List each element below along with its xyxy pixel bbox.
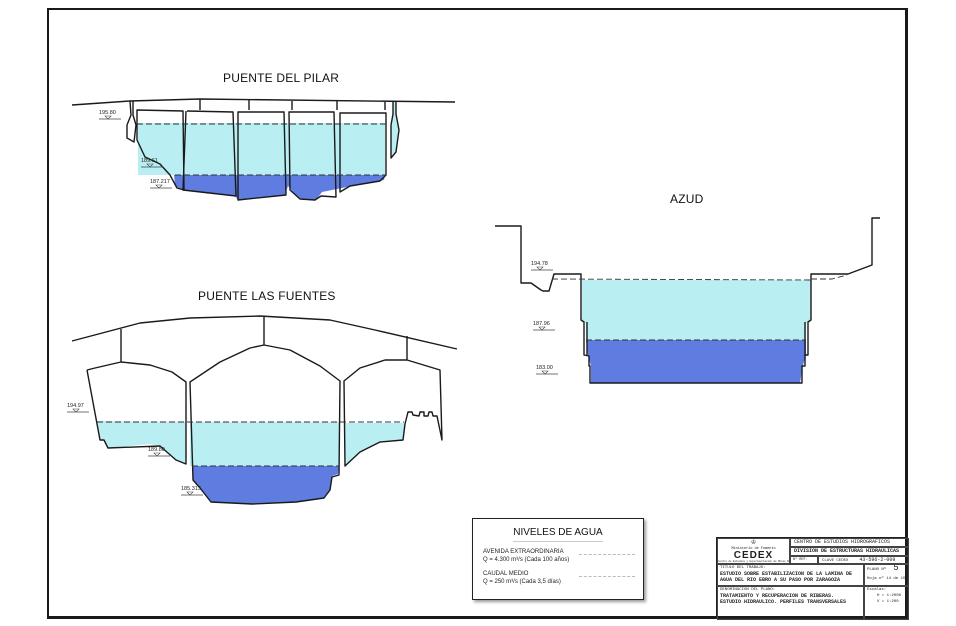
pilar-arch-3 xyxy=(237,111,287,201)
azud-flood-water xyxy=(582,280,811,340)
azud-bank-left xyxy=(495,217,880,384)
azud-mean-water xyxy=(586,340,806,383)
key-label: CLAVE CEDEX xyxy=(822,559,849,563)
work-label: TITULO DEL TRABAJO: xyxy=(720,566,766,570)
plan-no-label: PLANO Nº xyxy=(867,568,887,572)
puente-del-pilar-section xyxy=(71,98,456,201)
fuentes-level-label: 185.313 xyxy=(181,486,201,492)
work-title-cell: TITULO DEL TRABAJO: ESTUDIO SOBRE ESTABI… xyxy=(717,564,864,586)
level-triangle-icon xyxy=(536,266,544,271)
cedex-logo: CEDEX xyxy=(733,550,774,561)
level-markers xyxy=(67,115,558,496)
pilar-level-label: 195.80 xyxy=(99,110,116,116)
puente-las-fuentes-section xyxy=(71,315,458,505)
azud-level-label: 194.78 xyxy=(531,261,548,267)
cedex-logo-cell: ♔ Ministerio de Fomento CEDEX Centro de … xyxy=(717,538,790,564)
pilar-arch-5 xyxy=(339,112,387,193)
ministry-name: Ministerio de Fomento xyxy=(731,547,776,551)
level-triangle-icon xyxy=(72,408,80,413)
pilar-level-label: 189.61 xyxy=(141,158,158,164)
plan-title-line-1: TRATAMIENTO Y RECUPERACION DE RIBERAS. xyxy=(720,593,835,599)
pilar-flood-water-left xyxy=(138,123,183,175)
pilar-level-label: 187.217 xyxy=(150,179,170,185)
division-name: DIVISION DE ESTRUCTURAS HIDRAULICAS xyxy=(790,547,909,556)
level-triangle-icon xyxy=(155,184,163,189)
fuentes-arch-right xyxy=(343,359,443,467)
scale-label: Escalas: xyxy=(867,588,887,592)
ref-label: Nº REF. xyxy=(790,556,818,564)
level-triangle-icon xyxy=(538,326,546,331)
pilar-title: PUENTE DEL PILAR xyxy=(223,71,340,85)
legend-item-detail: Q = 4.300 m³/s (Cada 100 años) xyxy=(483,557,570,563)
drawing-frame xyxy=(47,8,908,619)
fuentes-arch-center xyxy=(189,344,341,505)
scale-horizontal: H = 1:2000 xyxy=(877,594,902,598)
fuentes-level-label: 194.97 xyxy=(67,403,84,409)
pilar-arch-4 xyxy=(288,111,337,201)
level-triangle-icon xyxy=(146,163,154,168)
crest-icon: ♔ xyxy=(751,538,756,547)
pilar-flood-water xyxy=(138,123,385,175)
level-triangle-icon xyxy=(104,115,112,120)
plan-no: 5 xyxy=(893,564,899,573)
legend-item-mean: CAUDAL MEDIO Q = 250 m³/s (Cada 3,5 días… xyxy=(483,570,561,586)
plan-title-cell: DENOMINACION DEL PLANO: TRATAMIENTO Y RE… xyxy=(717,586,864,620)
pilar-arch-1 xyxy=(136,109,185,191)
fuentes-arch-left xyxy=(86,361,187,465)
fuentes-flood-water-center xyxy=(190,422,339,466)
pilar-pier-right xyxy=(390,102,400,159)
cedex-subtitle: Centro de Estudios y Experimentación de … xyxy=(718,560,790,563)
fuentes-title: PUENTE LAS FUENTES xyxy=(198,289,336,303)
plan-number-cell: PLANO Nº 5 Hoja nº 14 de 15 xyxy=(864,564,909,586)
legend-item-label: CAUDAL MEDIO xyxy=(483,571,529,577)
key-cell: CLAVE CEDEX 43-596-2-009 xyxy=(818,556,909,564)
level-triangle-icon xyxy=(153,452,161,457)
azud-section xyxy=(495,217,880,384)
legend-swatch-mean xyxy=(579,576,635,577)
fuentes-flood-water-left xyxy=(97,421,186,464)
pilar-pier-left xyxy=(126,100,137,143)
key-value: 43-596-2-009 xyxy=(859,557,896,563)
fuentes-deck xyxy=(71,315,458,350)
legend-item-flood: AVENIDA EXTRAORDINARIA Q = 4.300 m³/s (C… xyxy=(483,548,569,564)
plan-label: DENOMINACION DEL PLANO: xyxy=(720,588,776,592)
sheet-number: Hoja nº 14 de 15 xyxy=(867,577,906,581)
center-name: CENTRO DE ESTUDIOS HIDROGRAFICOS xyxy=(790,538,909,547)
legend-item-label: AVENIDA EXTRAORDINARIA xyxy=(483,549,564,555)
azud-flood-level-right xyxy=(811,274,848,280)
azud-level-label: 183.00 xyxy=(536,365,553,371)
scale-cell: Escalas: H = 1:2000 V = 1:200 xyxy=(864,586,909,620)
work-title-line-1: ESTUDIO SOBRE ESTABILIZACION DE LA LAMIN… xyxy=(720,571,853,577)
work-title-line-2: AGUA DEL RIO EBRO A SU PASO POR ZARAGOZA xyxy=(720,577,841,583)
legend-item-detail: Q = 250 m³/s (Cada 3,5 días) xyxy=(483,579,561,585)
azud-flood-level-line xyxy=(551,278,812,281)
fuentes-mean-water xyxy=(192,466,339,504)
fuentes-level-label: 189.80 xyxy=(148,447,165,453)
azud-title: AZUD xyxy=(670,192,704,206)
pilar-mean-water xyxy=(174,175,385,200)
pilar-arch-2 xyxy=(182,110,237,197)
pilar-deck xyxy=(71,98,456,106)
level-triangle-icon xyxy=(186,491,194,496)
scale-vertical: V = 1:200 xyxy=(877,600,899,604)
title-block: ♔ Ministerio de Fomento CEDEX Centro de … xyxy=(716,537,909,620)
legend-title: NIVELES DE AGUA xyxy=(513,527,603,538)
water-levels-legend: NIVELES DE AGUA AVENIDA EXTRAORDINARIA Q… xyxy=(472,518,644,600)
legend-title-underline xyxy=(513,541,603,542)
legend-swatch-flood xyxy=(579,554,635,555)
level-triangle-icon xyxy=(541,370,549,375)
plan-title-line-2: ESTUDIO HIDRAULICO. PERFILES TRANSVERSAL… xyxy=(720,599,847,605)
azud-level-label: 187.96 xyxy=(533,321,550,327)
